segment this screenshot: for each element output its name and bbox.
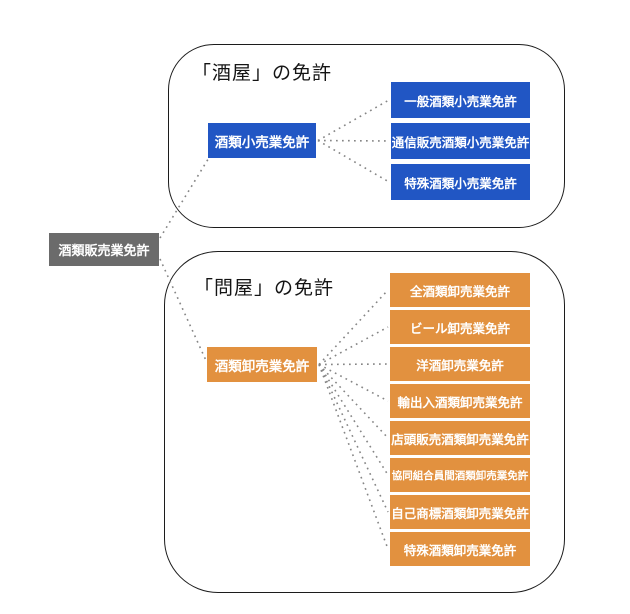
- child-license-label: 洋酒卸売業免許: [416, 357, 504, 373]
- root-license-box: 酒類販売業免許: [49, 233, 159, 266]
- child-license-box: 一般酒類小売業免許: [391, 82, 530, 118]
- child-license-box: 全酒類卸売業免許: [390, 273, 530, 307]
- child-license-box: ビール卸売業免許: [390, 310, 530, 344]
- wholesale-children-column: 全酒類卸売業免許 ビール卸売業免許 洋酒卸売業免許 輸出入酒類卸売業免許 店頭販…: [390, 273, 530, 566]
- child-license-box: 店頭販売酒類卸売業免許: [390, 421, 530, 455]
- child-license-label: 特殊酒類卸売業免許: [403, 542, 517, 558]
- child-license-box: 洋酒卸売業免許: [390, 347, 530, 381]
- child-license-label: 自己商標酒類卸売業免許: [391, 505, 529, 521]
- child-license-box: 協同組合員間酒類卸売業免許: [390, 458, 530, 492]
- child-license-box: 自己商標酒類卸売業免許: [390, 495, 530, 529]
- child-license-box: 輸出入酒類卸売業免許: [390, 384, 530, 418]
- root-license-label: 酒類販売業免許: [58, 244, 150, 259]
- retail-parent-license-label: 酒類小売業免許: [214, 134, 310, 151]
- child-license-box: 通信販売酒類小売業免許: [391, 123, 530, 159]
- retail-license-group: 「酒屋」の免許 酒類小売業免許 一般酒類小売業免許 通信販売酒類小売業免許 特殊…: [168, 44, 565, 228]
- child-license-label: 通信販売酒類小売業免許: [391, 134, 530, 150]
- child-license-label: 一般酒類小売業免許: [404, 93, 517, 109]
- retail-children-column: 一般酒類小売業免許 通信販売酒類小売業免許 特殊酒類小売業免許: [391, 82, 530, 200]
- child-license-box: 特殊酒類卸売業免許: [390, 532, 530, 566]
- wholesale-license-group: 「問屋」の免許 酒類卸売業免許 全酒類卸売業免許 ビール卸売業免許 洋酒卸売業免…: [164, 251, 565, 593]
- wholesale-group-title: 「問屋」の免許: [194, 277, 335, 299]
- child-license-label: 店頭販売酒類卸売業免許: [391, 431, 529, 447]
- child-license-label: 協同組合員間酒類卸売業免許: [391, 469, 529, 482]
- wholesale-parent-license-box: 酒類卸売業免許: [207, 347, 317, 382]
- retail-group-title: 「酒屋」の免許: [192, 62, 333, 84]
- child-license-label: 輸出入酒類卸売業免許: [397, 394, 523, 410]
- wholesale-parent-license-label: 酒類卸売業免許: [214, 358, 310, 375]
- child-license-box: 特殊酒類小売業免許: [391, 164, 530, 200]
- child-license-label: 全酒類卸売業免許: [409, 283, 510, 299]
- retail-parent-license-box: 酒類小売業免許: [208, 123, 316, 158]
- child-license-label: ビール卸売業免許: [409, 320, 510, 336]
- child-license-label: 特殊酒類小売業免許: [404, 175, 517, 191]
